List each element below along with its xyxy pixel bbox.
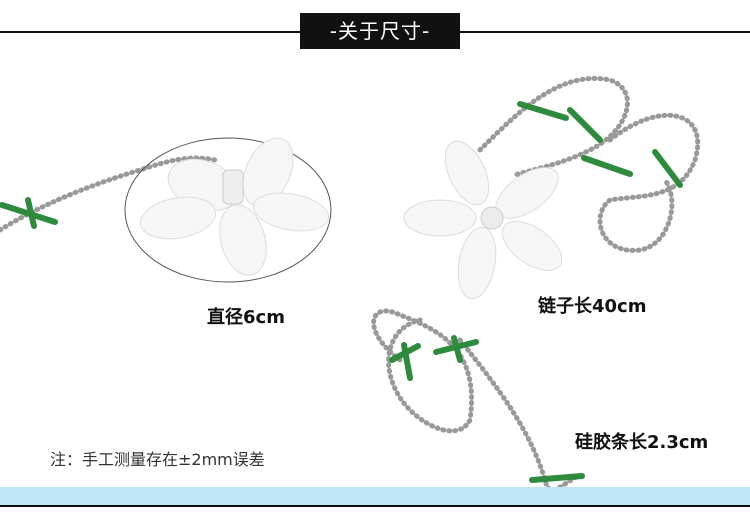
left-silicone-tube — [0, 197, 58, 229]
zoom-circle — [124, 137, 332, 283]
right-flower — [403, 140, 563, 300]
silicone-length-label: 硅胶条长2.3cm — [575, 432, 709, 453]
right-silicone-tubes — [517, 101, 683, 188]
right-chain — [477, 76, 701, 253]
measurement-note: 注：手工测量存在±2mm误差 — [50, 450, 265, 469]
section-title: -关于尺寸- — [300, 13, 460, 49]
diameter-label: 直径6cm — [207, 307, 285, 328]
footer-divider — [0, 505, 750, 507]
bottom-chain — [371, 308, 583, 493]
bottom-silicone-tubes — [389, 335, 585, 483]
footer-band — [0, 487, 750, 505]
chain-length-label: 链子长40cm — [538, 296, 647, 317]
left-flower — [139, 137, 330, 276]
